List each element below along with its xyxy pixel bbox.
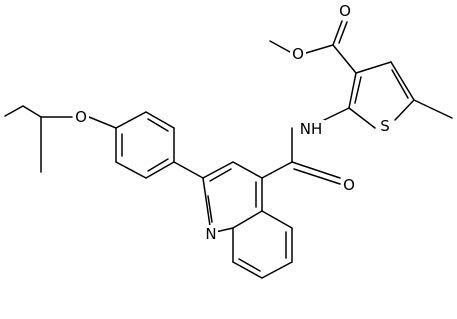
bond xyxy=(332,44,357,74)
bond xyxy=(115,111,147,129)
bond xyxy=(232,261,263,279)
bond xyxy=(391,69,409,99)
atom-labels: O O O O NH S N xyxy=(73,2,392,243)
bond xyxy=(261,261,293,279)
bond xyxy=(354,76,362,104)
bond xyxy=(147,118,169,132)
bond xyxy=(22,105,42,118)
bond xyxy=(232,210,263,229)
bond xyxy=(147,158,169,172)
bond xyxy=(338,21,348,44)
bond xyxy=(4,105,24,117)
bond xyxy=(293,168,341,185)
bond xyxy=(348,107,376,129)
svg-text:O: O xyxy=(339,2,351,20)
bond xyxy=(332,20,343,46)
svg-text:S: S xyxy=(380,117,390,135)
bond xyxy=(209,168,232,182)
svg-text:O: O xyxy=(292,45,304,63)
bond xyxy=(413,99,453,119)
atom-o-ester-double: O xyxy=(337,2,353,20)
bond xyxy=(115,161,147,179)
bond xyxy=(355,61,392,74)
bond xyxy=(319,107,350,123)
bond xyxy=(232,161,263,179)
bond xyxy=(145,161,175,179)
atom-s-thiophene: S xyxy=(378,117,392,135)
bond xyxy=(202,177,211,227)
bond xyxy=(207,195,213,223)
atom-o-amide: O xyxy=(341,176,357,194)
bond xyxy=(390,61,415,101)
svg-text:O: O xyxy=(343,176,355,194)
atom-n-quinoline: N xyxy=(204,225,218,243)
bond xyxy=(261,210,293,229)
bond xyxy=(305,44,334,54)
svg-text:N: N xyxy=(205,225,216,243)
bonds xyxy=(4,20,453,279)
bond xyxy=(202,161,234,179)
bond xyxy=(173,161,204,179)
atom-n-amide: NH xyxy=(299,120,325,138)
bond xyxy=(291,161,341,179)
bond xyxy=(261,161,293,179)
bond xyxy=(348,72,357,109)
bond xyxy=(238,258,261,272)
svg-text:O: O xyxy=(75,108,87,126)
bond xyxy=(394,99,415,121)
atom-o-ester-single: O xyxy=(290,45,306,63)
atom-o-isopropoxy: O xyxy=(73,108,89,126)
bond xyxy=(269,40,291,53)
bond xyxy=(145,111,175,129)
bond xyxy=(88,116,117,129)
svg-text:NH: NH xyxy=(300,120,323,138)
